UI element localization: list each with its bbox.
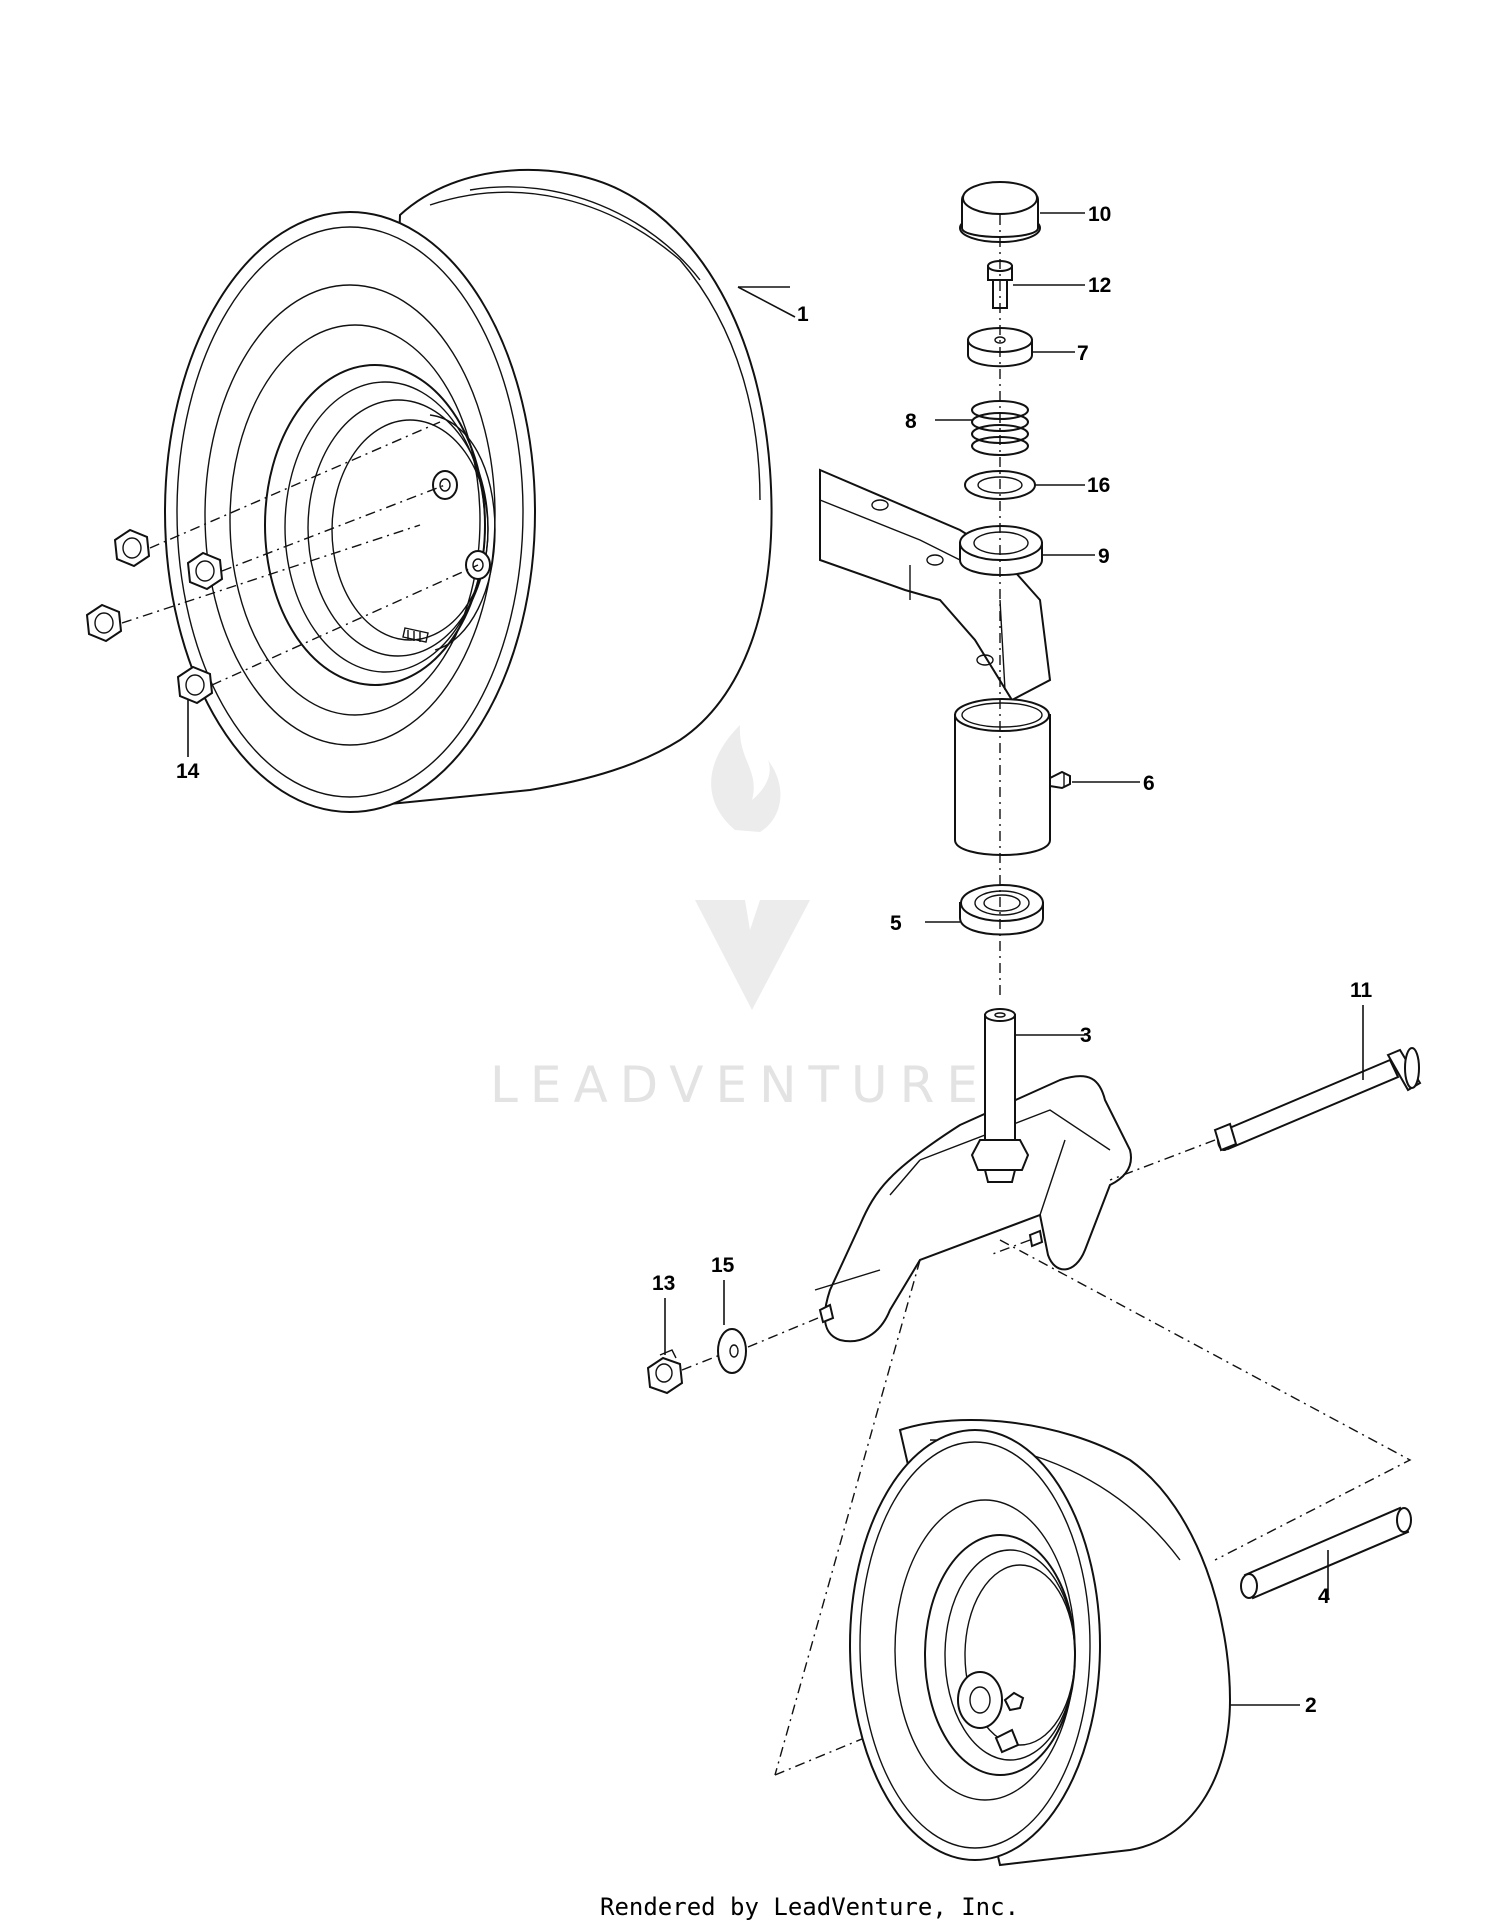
frame-tube <box>954 698 1051 856</box>
callout-2: 2 <box>1305 1694 1317 1717</box>
callout-9: 9 <box>1098 545 1110 568</box>
part-11-spacer-sleeve[interactable] <box>1213 1122 1238 1152</box>
part-11-axle-bolt[interactable] <box>1217 1047 1422 1151</box>
part-13-lock-nut[interactable] <box>646 1349 684 1395</box>
callout-12: 12 <box>1088 274 1111 297</box>
callout-3: 3 <box>1080 1024 1092 1047</box>
watermark-text: LEADVENTURE <box>490 1056 990 1114</box>
callout-14: 14 <box>176 760 200 783</box>
callout-8: 8 <box>905 410 917 433</box>
part-3-spindle[interactable] <box>970 1008 1030 1183</box>
part-5-bearing[interactable] <box>959 884 1044 936</box>
part-9-bearing[interactable] <box>959 525 1043 576</box>
part-12-bolt[interactable] <box>987 260 1013 309</box>
part-15-washer[interactable] <box>717 1328 747 1374</box>
callout-11: 11 <box>1350 979 1373 1002</box>
callout-16: 16 <box>1087 474 1110 497</box>
callout-7: 7 <box>1077 342 1089 365</box>
caster-fork <box>814 1075 1132 1343</box>
watermark-logo <box>695 725 810 1010</box>
callout-4: 4 <box>1318 1585 1330 1608</box>
callout-6: 6 <box>1143 772 1155 795</box>
callout-13: 13 <box>652 1272 675 1295</box>
part-6-grease-fitting[interactable] <box>1049 770 1071 790</box>
part-2-caster-wheel[interactable] <box>849 1419 1232 1867</box>
callout-10: 10 <box>1088 203 1111 226</box>
leader-lines <box>187 212 1364 1706</box>
callout-5: 5 <box>890 912 902 935</box>
frame-arm <box>819 468 1052 702</box>
part-1-rear-tire[interactable] <box>164 168 773 813</box>
callout-15: 15 <box>711 1254 735 1277</box>
part-14-lug-nut[interactable] <box>85 528 224 705</box>
callout-1: 1 <box>797 303 809 326</box>
footer-credit: Rendered by LeadVenture, Inc. <box>600 1893 1019 1921</box>
part-10-dust-cap[interactable] <box>959 181 1041 243</box>
part-4-spacer-tube[interactable] <box>1240 1506 1412 1600</box>
